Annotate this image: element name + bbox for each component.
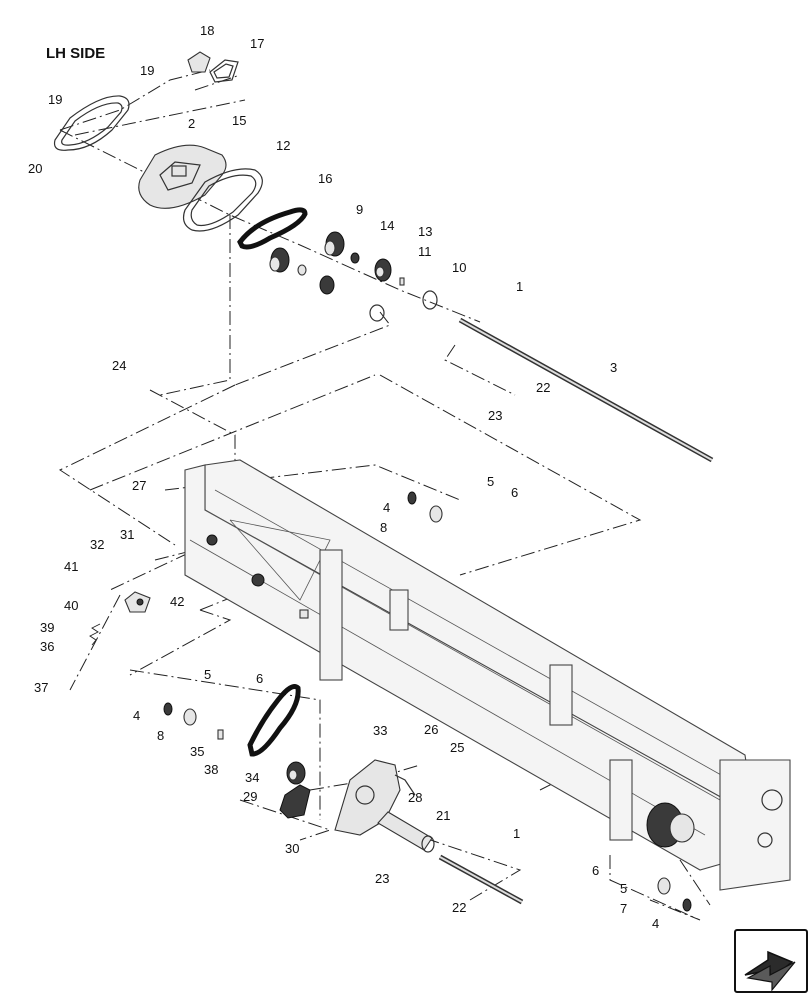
callout-c19a: 19 (140, 63, 154, 78)
roller-21[interactable] (377, 811, 435, 853)
idler-rh-4-7[interactable] (657, 877, 692, 912)
callout-c12: 12 (276, 138, 290, 153)
spring-39[interactable] (89, 623, 101, 646)
callout-c2: 2 (188, 116, 195, 131)
callout-c27: 27 (132, 478, 146, 493)
callout-c36: 36 (40, 639, 54, 654)
callout-c8a: 8 (380, 520, 387, 535)
callout-c38: 38 (204, 762, 218, 777)
belt-16[interactable] (237, 207, 308, 250)
callout-c5a: 5 (487, 474, 494, 489)
cover-gasket-20[interactable] (53, 95, 130, 151)
callout-c23a: 23 (488, 408, 502, 423)
callout-c41: 41 (64, 559, 78, 574)
callout-c37: 37 (34, 680, 48, 695)
pulley-34[interactable] (286, 761, 306, 785)
callout-c4c: 4 (652, 916, 659, 931)
callout-c6c: 6 (592, 863, 599, 878)
shaft-3[interactable] (458, 317, 714, 463)
callout-c9: 9 (356, 202, 363, 217)
callout-c11: 11 (418, 244, 432, 259)
callout-c7: 7 (620, 901, 627, 916)
callout-c26: 26 (424, 722, 438, 737)
callout-c14: 14 (380, 218, 394, 233)
cover-plate-15[interactable] (138, 144, 227, 209)
callout-c35: 35 (190, 744, 204, 759)
small-gasket-17[interactable] (209, 59, 239, 83)
callout-c22b: 22 (452, 900, 466, 915)
gasket-12[interactable] (182, 168, 263, 232)
callout-c16: 16 (318, 171, 332, 186)
pulleys[interactable] (269, 231, 438, 322)
callout-c6b: 6 (256, 671, 263, 686)
forward-arrow-icon[interactable] (734, 929, 808, 993)
callout-c31: 31 (120, 527, 134, 542)
callout-c13: 13 (418, 224, 432, 239)
callout-c17: 17 (250, 36, 264, 51)
callout-c34: 34 (245, 770, 259, 785)
callout-c40: 40 (64, 598, 78, 613)
phantom-lines (58, 69, 711, 921)
callout-c3: 3 (610, 360, 617, 375)
callout-c39: 39 (40, 620, 54, 635)
callout-c5b: 5 (204, 667, 211, 682)
idler-4-8[interactable] (163, 491, 443, 740)
callout-c30: 30 (285, 841, 299, 856)
callout-c23b: 23 (375, 871, 389, 886)
callout-c21: 21 (436, 808, 450, 823)
header-frame (184, 459, 791, 891)
callout-c4a: 4 (383, 500, 390, 515)
callout-c19b: 19 (48, 92, 62, 107)
callout-c18: 18 (200, 23, 214, 38)
callout-c20: 20 (28, 161, 42, 176)
callout-c15: 15 (232, 113, 246, 128)
callout-c1b: 1 (513, 826, 520, 841)
callout-c10: 10 (452, 260, 466, 275)
callout-c6a: 6 (511, 485, 518, 500)
callout-c42: 42 (170, 594, 184, 609)
callout-c5c: 5 (620, 881, 627, 896)
shaft-lower[interactable] (438, 854, 524, 905)
belt-38[interactable] (247, 684, 301, 757)
side-label: LH SIDE (46, 45, 105, 62)
callout-c1a: 1 (516, 279, 523, 294)
callout-c25: 25 (450, 740, 464, 755)
callout-c4b: 4 (133, 708, 140, 723)
tensioner-bracket-42[interactable] (124, 591, 151, 613)
callout-c28: 28 (408, 790, 422, 805)
callout-c29: 29 (243, 789, 257, 804)
small-plate-18[interactable] (187, 51, 211, 73)
callout-c24: 24 (112, 358, 126, 373)
callout-c33: 33 (373, 723, 387, 738)
callout-c8b: 8 (157, 728, 164, 743)
shield-29[interactable] (279, 784, 311, 819)
callout-c22a: 22 (536, 380, 550, 395)
callout-c32: 32 (90, 537, 104, 552)
